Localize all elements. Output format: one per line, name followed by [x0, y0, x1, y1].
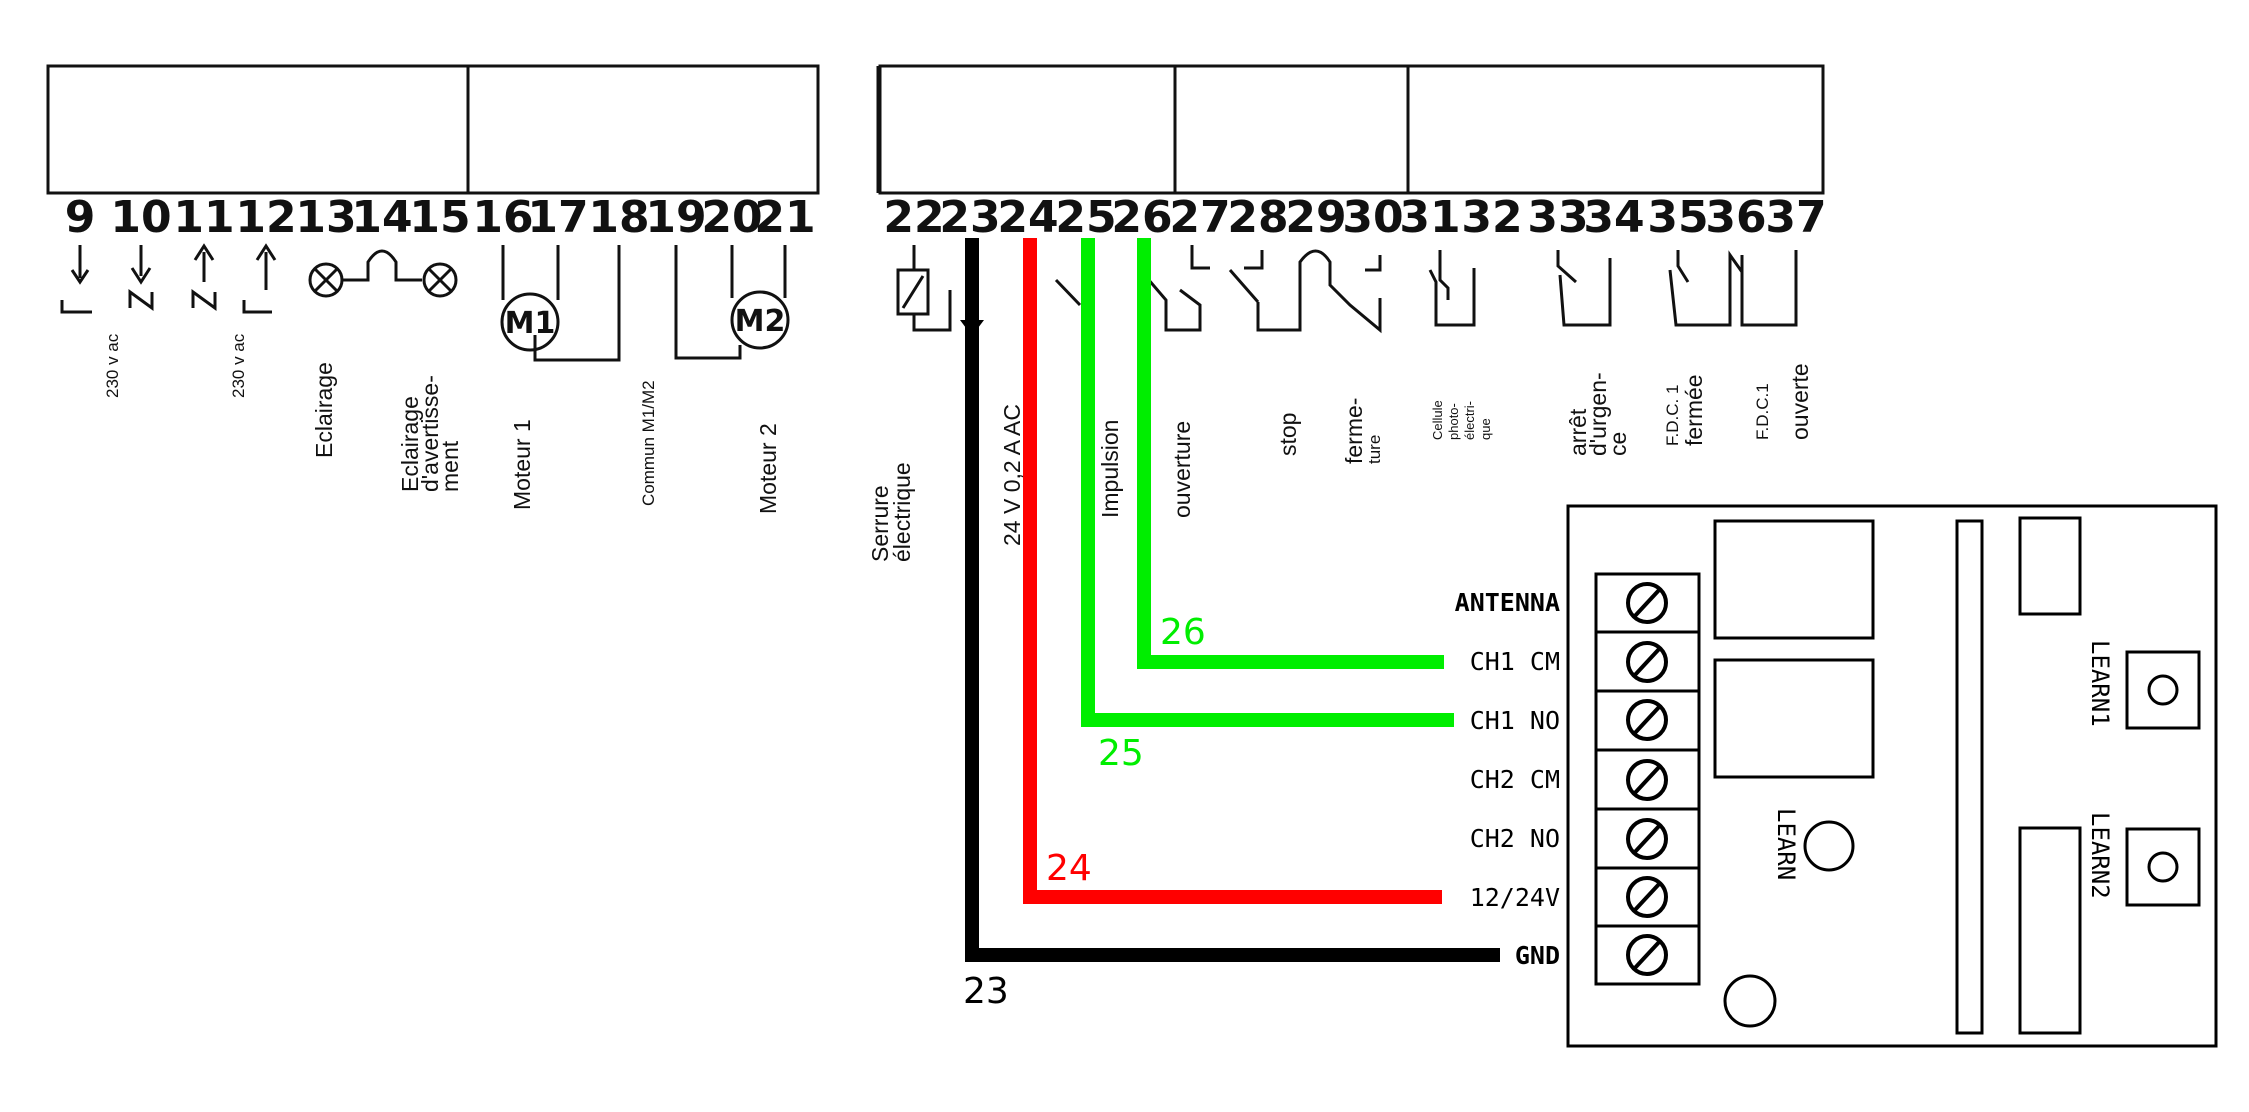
label-arret-1: arrêt: [1565, 408, 1591, 456]
terminal-24: 24: [997, 192, 1058, 243]
terminal-9: 9: [65, 192, 96, 243]
terminal-numbers: 9 10 11 12 13 14 15 16 17 18 19 20 21 22…: [65, 192, 1827, 243]
label-serrure-1: Serrure: [867, 485, 893, 562]
label-eclairage-avert-3: ment: [437, 440, 463, 492]
label-fdc-fermee-2: fermée: [1681, 374, 1707, 446]
terminal-12: 12: [235, 192, 296, 243]
pin-ch2-cm: CH2 CM: [1470, 765, 1560, 794]
pin-antenna: ANTENNA: [1455, 588, 1560, 617]
label-cellule-1: Cellule: [1430, 400, 1445, 440]
label-fermeture-2: ture: [1365, 435, 1384, 464]
terminal-34: 34: [1583, 192, 1644, 243]
label-fdc-ouverte-1: F.D.C.1: [1753, 383, 1772, 440]
pin-ch1-cm: CH1 CM: [1470, 647, 1560, 676]
pin-ch1-no: CH1 NO: [1470, 706, 1560, 735]
wire-23-gnd: [965, 238, 1500, 962]
learn-label: LEARN: [1772, 808, 1800, 880]
terminal-26: 26: [1111, 192, 1172, 243]
pin-gnd: GND: [1515, 941, 1560, 970]
terminal-35: 35: [1647, 192, 1708, 243]
terminal-10: 10: [110, 192, 171, 243]
wire-label-24: 24: [1046, 848, 1092, 889]
schematic-symbols-right: [896, 245, 1798, 334]
receiver-pin-labels: ANTENNA CH1 CM CH1 NO CH2 CM CH2 NO 12/2…: [1455, 588, 1560, 970]
pin-12-24v: 12/24V: [1470, 883, 1560, 912]
left-terminal-block: [46, 64, 880, 195]
label-eclairage-avert-1: Eclairage: [397, 396, 423, 492]
label-eclairage-avert-2: d'avertisse-: [417, 375, 443, 492]
label-cellule-3: électri-: [1462, 401, 1477, 440]
label-arret-3: ce: [1605, 432, 1631, 456]
label-eclairage: Eclairage: [311, 362, 337, 458]
terminal-32: 32: [1461, 192, 1522, 243]
wire-label-25: 25: [1098, 733, 1144, 774]
terminal-33: 33: [1527, 192, 1588, 243]
terminal-36: 36: [1705, 192, 1766, 243]
label-cellule-2: photo-: [1446, 403, 1461, 440]
terminal-29: 29: [1285, 192, 1346, 243]
wire-26-ch1cm: [1137, 238, 1444, 669]
learn2-label: LEARN2: [2086, 812, 2114, 899]
label-impulsion: Impulsion: [1097, 420, 1123, 518]
terminal-22: 22: [883, 192, 944, 243]
screw-terminals: [1626, 582, 1668, 976]
label-cellule-4: que: [1478, 418, 1493, 440]
receiver-module: [1566, 504, 2218, 1048]
terminal-11: 11: [173, 192, 234, 243]
schematic-symbols-left: [60, 243, 790, 362]
wire-25-ch1no: [1081, 238, 1454, 727]
terminal-19: 19: [645, 192, 706, 243]
label-230vac-1: 230 v ac: [103, 333, 122, 398]
label-ouverture: ouverture: [1169, 421, 1195, 518]
label-230vac-2: 230 v ac: [229, 333, 248, 398]
pin-ch2-no: CH2 NO: [1470, 824, 1560, 853]
label-arret-2: d'urgen-: [1585, 372, 1611, 456]
motor-1-symbol: M1: [505, 306, 556, 341]
terminal-15: 15: [409, 192, 470, 243]
terminal-23: 23: [939, 192, 1000, 243]
label-fermeture-1: ferme-: [1341, 398, 1367, 464]
terminal-16: 16: [472, 192, 533, 243]
terminal-25: 25: [1055, 192, 1116, 243]
right-terminal-block: [878, 64, 1825, 195]
terminal-17: 17: [527, 192, 588, 243]
terminal-30: 30: [1342, 192, 1403, 243]
terminal-labels: 230 v ac 230 v ac Eclairage Eclairage d'…: [103, 333, 1813, 562]
terminal-13: 13: [295, 192, 356, 243]
terminal-28: 28: [1227, 192, 1288, 243]
label-fdc-ouverte-2: ouverte: [1787, 363, 1813, 440]
learn1-label: LEARN1: [2086, 640, 2114, 727]
terminal-37: 37: [1765, 192, 1826, 243]
label-moteur-2: Moteur 2: [755, 423, 781, 514]
label-stop: stop: [1275, 413, 1301, 456]
terminal-27: 27: [1169, 192, 1230, 243]
motor-2-symbol: M2: [735, 304, 786, 339]
label-moteur-1: Moteur 1: [509, 419, 535, 510]
label-24v: 24 V 0,2 A AC: [999, 404, 1025, 546]
label-fdc-fermee-1: F.D.C. 1: [1663, 385, 1682, 446]
label-serrure-2: électrique: [889, 462, 915, 562]
wire-24-12v: [1023, 238, 1442, 904]
wires: [965, 238, 1500, 962]
terminal-18: 18: [588, 192, 649, 243]
terminal-31: 31: [1399, 192, 1460, 243]
wire-label-26: 26: [1160, 612, 1206, 653]
terminal-20: 20: [701, 192, 762, 243]
terminal-14: 14: [351, 192, 412, 243]
wire-23-arrow: [960, 320, 984, 336]
wire-label-23: 23: [963, 971, 1009, 1012]
terminal-21: 21: [754, 192, 815, 243]
label-commun: Commun M1/M2: [639, 380, 658, 506]
